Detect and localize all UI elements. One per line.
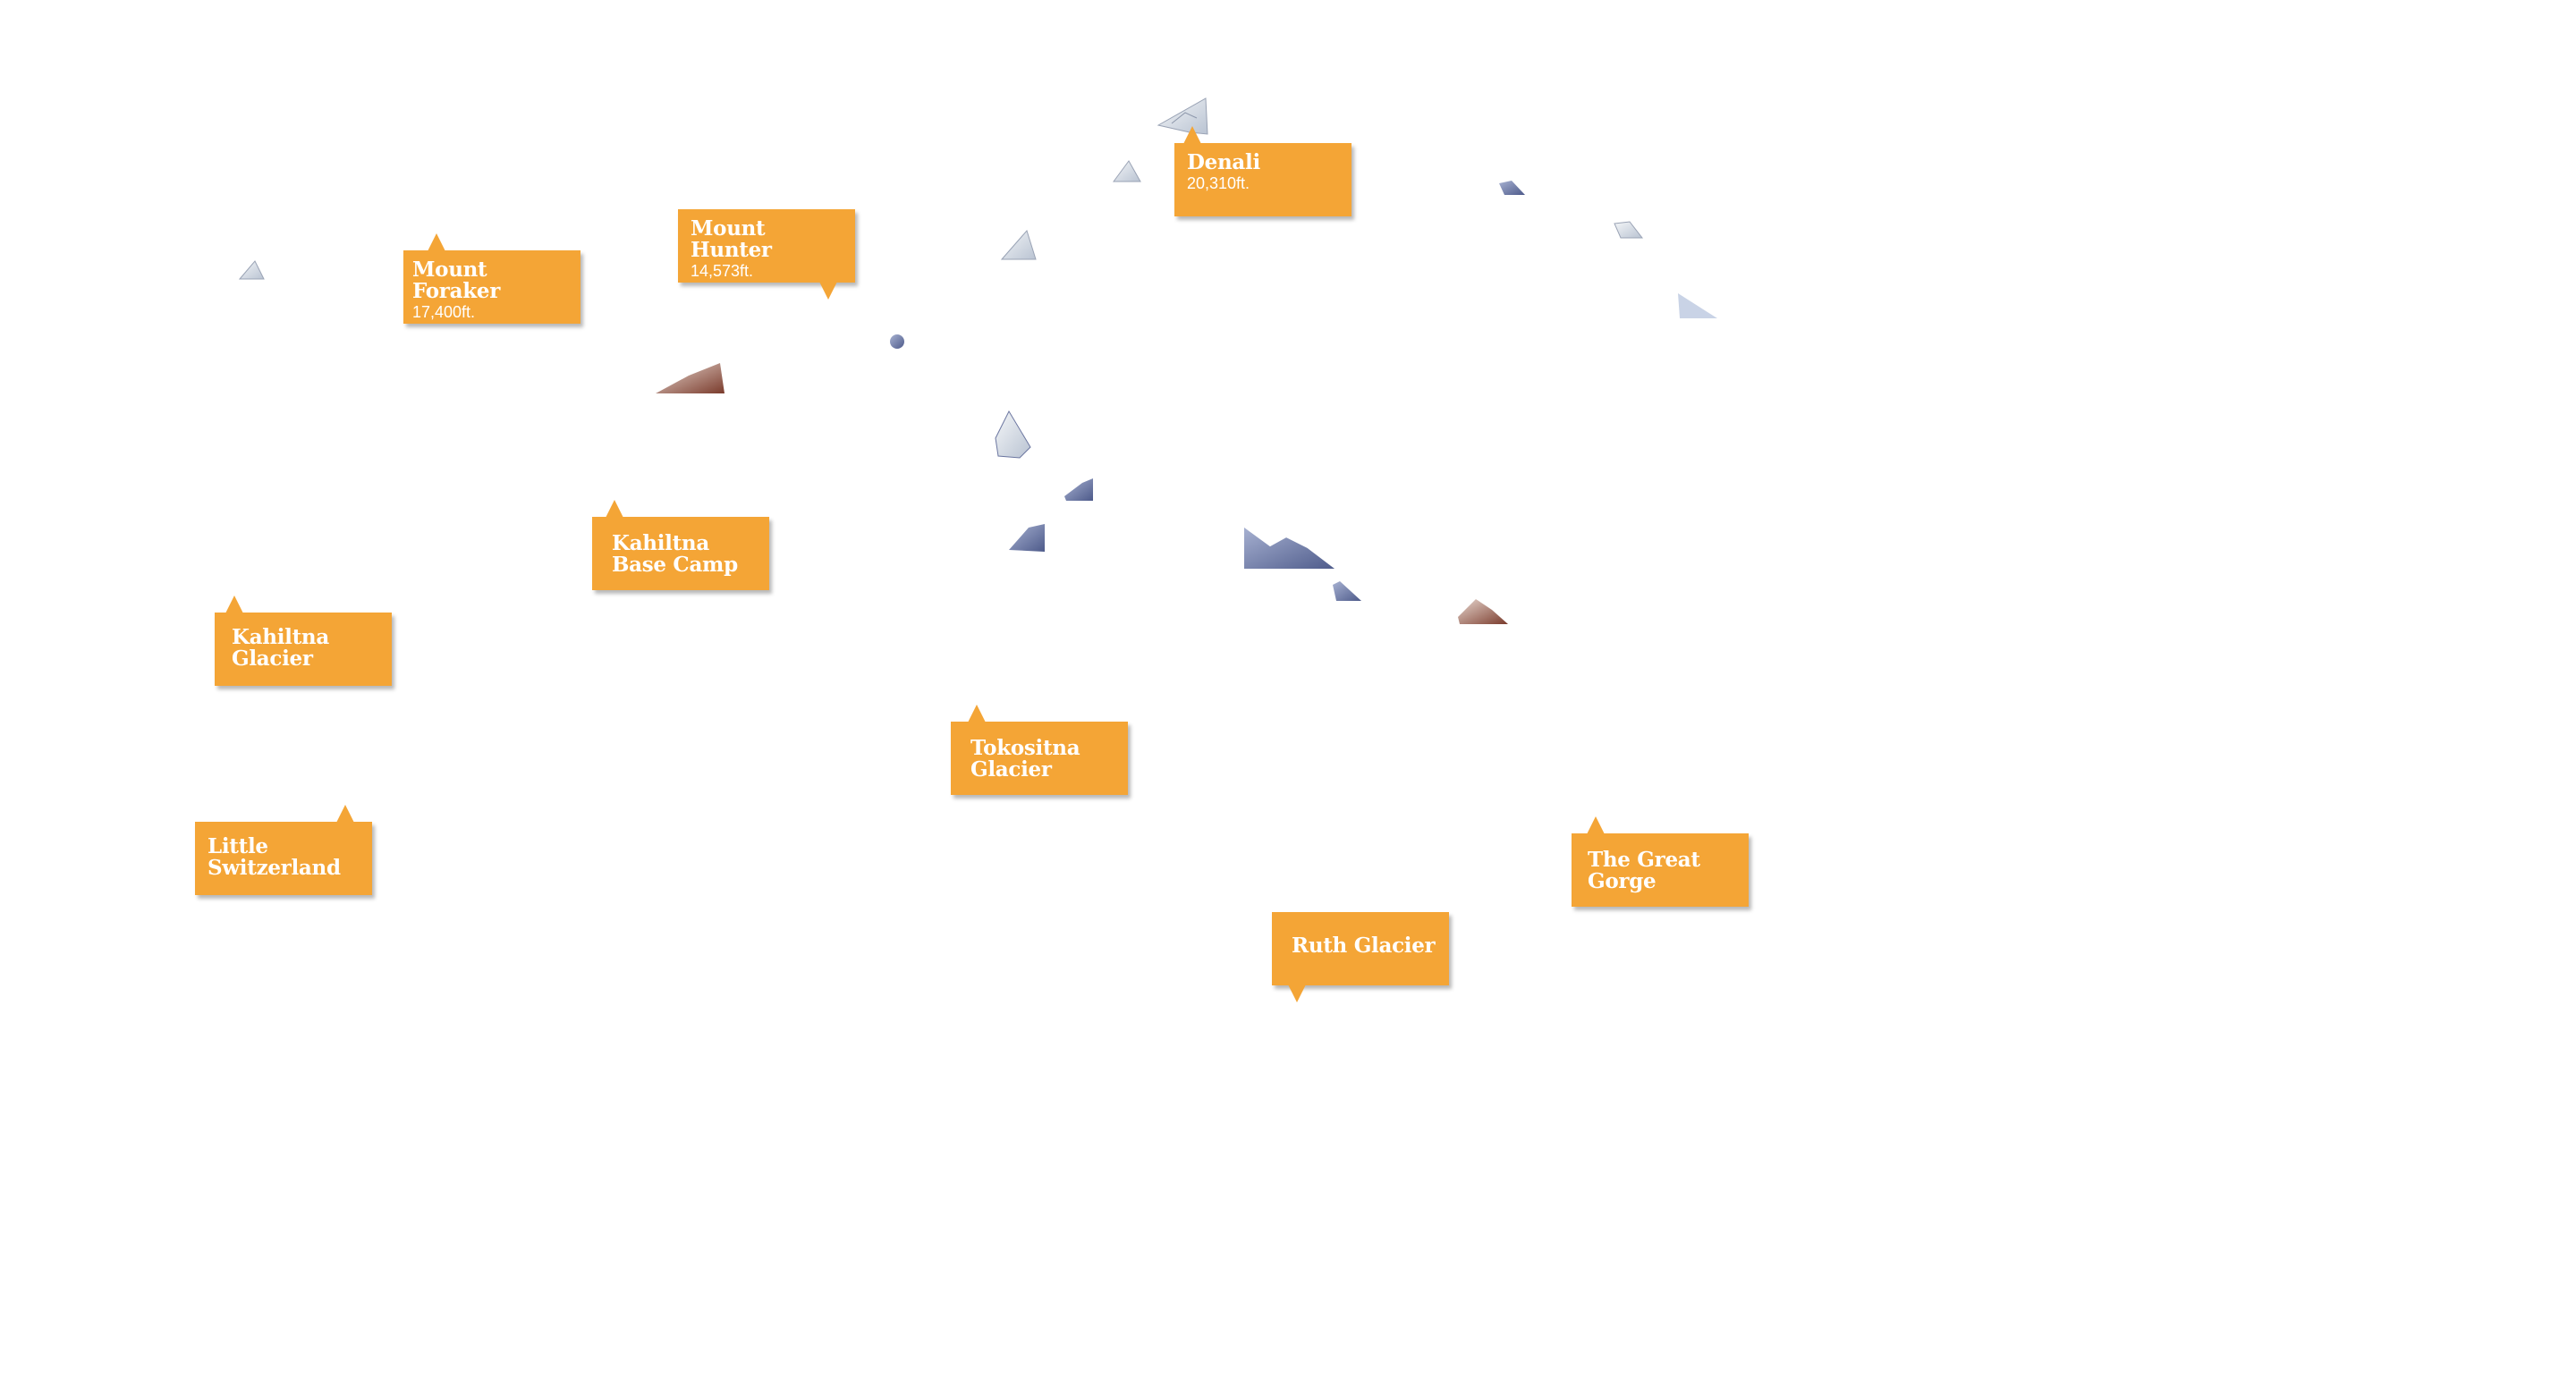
peak-fragment: [1458, 599, 1508, 624]
label-pointer: [1183, 126, 1201, 144]
label-pointer: [606, 500, 623, 518]
label-name: Kahiltna Glacier: [232, 625, 329, 671]
label-pointer: [968, 705, 986, 723]
label-denali[interactable]: Denali 20,310ft.: [1174, 126, 1352, 216]
label-name: Denali: [1187, 150, 1260, 174]
peak-fragment: [890, 334, 904, 349]
peak-fragment: [1678, 293, 1717, 318]
label-elevation: 20,310ft.: [1187, 174, 1250, 192]
label-pointer: [428, 233, 445, 251]
peak-fragment: [1242, 524, 1340, 570]
label-pointer: [1587, 816, 1605, 834]
label-name: Tokositna Glacier: [970, 736, 1080, 782]
peak-fragment: [656, 363, 724, 393]
label-little-switzerland[interactable]: Little Switzerland: [195, 805, 372, 895]
peak-fragment: [238, 260, 265, 280]
peak-fragment: [1064, 478, 1093, 501]
label-pointer: [336, 805, 354, 823]
peak-fragment: [1000, 229, 1037, 260]
label-mount-hunter[interactable]: Mount Hunter 14,573ft.: [678, 209, 855, 300]
label-mount-foraker[interactable]: Mount Foraker 17,400ft.: [403, 233, 580, 324]
label-name: Mount Hunter: [691, 216, 772, 262]
label-elevation: 17,400ft.: [412, 303, 476, 321]
label-name: Ruth Glacier: [1292, 934, 1436, 958]
label-kahiltna-glacier[interactable]: Kahiltna Glacier: [215, 596, 392, 686]
label-name: Little Switzerland: [208, 834, 341, 880]
peak-fragment: [1499, 181, 1525, 195]
label-the-great-gorge[interactable]: The Great Gorge: [1572, 816, 1749, 907]
peak-denali-summit: [1157, 97, 1208, 135]
label-tokositna-glacier[interactable]: Tokositna Glacier: [951, 705, 1128, 795]
label-elevation: 14,573ft.: [691, 262, 754, 280]
label-name: The Great Gorge: [1588, 848, 1700, 893]
label-pointer: [819, 282, 837, 300]
label-pointer: [1288, 985, 1306, 1002]
label-pointer: [225, 596, 243, 613]
label-name: Mount Foraker: [412, 258, 501, 303]
peak-fragment: [1333, 581, 1361, 601]
label-ruth-glacier[interactable]: Ruth Glacier: [1272, 912, 1449, 1002]
label-name: Kahiltna Base Camp: [612, 531, 738, 577]
peak-fragment: [1113, 160, 1141, 182]
peak-fragment: [995, 410, 1031, 459]
peak-fragment: [1009, 524, 1045, 552]
peak-fragment: [1614, 221, 1644, 239]
label-kahiltna-base-camp[interactable]: Kahiltna Base Camp: [592, 500, 769, 590]
